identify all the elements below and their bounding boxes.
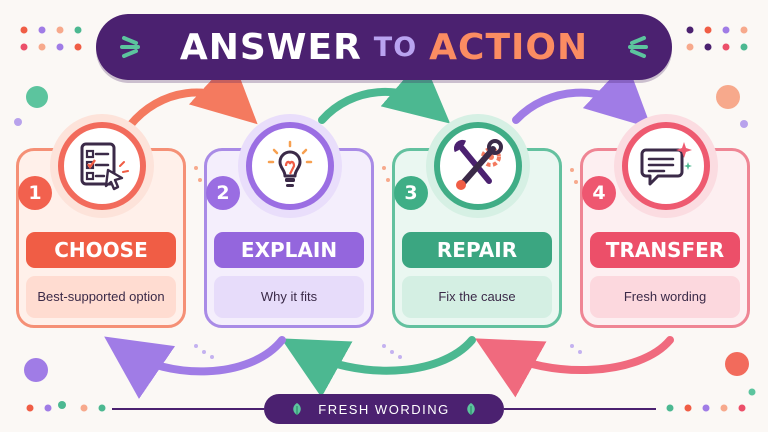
arrow-3-to-4 [512,61,652,129]
arrow-return-2-to-1 [104,336,286,399]
arrow-return-4-to-3 [475,336,674,398]
title-to: TO [373,31,418,63]
sparkle-lines-icon [628,36,648,58]
step-description-transfer: Fresh wording [590,276,740,318]
step-label-repair: REPAIR [402,232,552,268]
title-answer: ANSWER [179,26,362,68]
footer-rule-left [112,408,264,410]
step-medal-transfer [622,122,710,210]
arrow-1-to-2 [124,57,258,132]
title-banner: ANSWER TO ACTION [96,14,672,80]
leaf-icon [293,403,302,415]
wrench-gear-icon [453,139,503,190]
speech-bubble-icon [640,142,692,186]
step-number-4: 4 [582,176,616,210]
title-action: ACTION [429,26,589,68]
footer-text: FRESH WORDING [318,401,450,417]
step-label-explain: EXPLAIN [214,232,364,268]
step-description-repair: Fix the cause [402,276,552,318]
footer-rule-right [504,408,656,410]
lightbulb-icon [267,140,313,187]
bottom-dots [26,404,746,412]
arrow-return-3-to-2 [281,336,476,398]
step-number-3: 3 [394,176,428,210]
dot-grid-top-left [20,26,82,51]
dot-grid-top-right [686,26,748,51]
checklist-cursor-icon [80,142,129,191]
step-medal-choose [58,122,146,210]
step-number-1: 1 [18,176,52,210]
sparkle-lines-icon [120,36,140,58]
step-label-transfer: TRANSFER [590,232,740,268]
footer-pill: FRESH WORDING [264,394,504,424]
step-label-choose: CHOOSE [26,232,176,268]
step-medal-explain [246,122,334,210]
step-description-explain: Why it fits [214,276,364,318]
step-description-choose: Best-supported option [26,276,176,318]
leaf-icon [466,403,475,415]
step-medal-repair [434,122,522,210]
step-number-2: 2 [206,176,240,210]
arrow-2-to-3 [318,57,451,124]
